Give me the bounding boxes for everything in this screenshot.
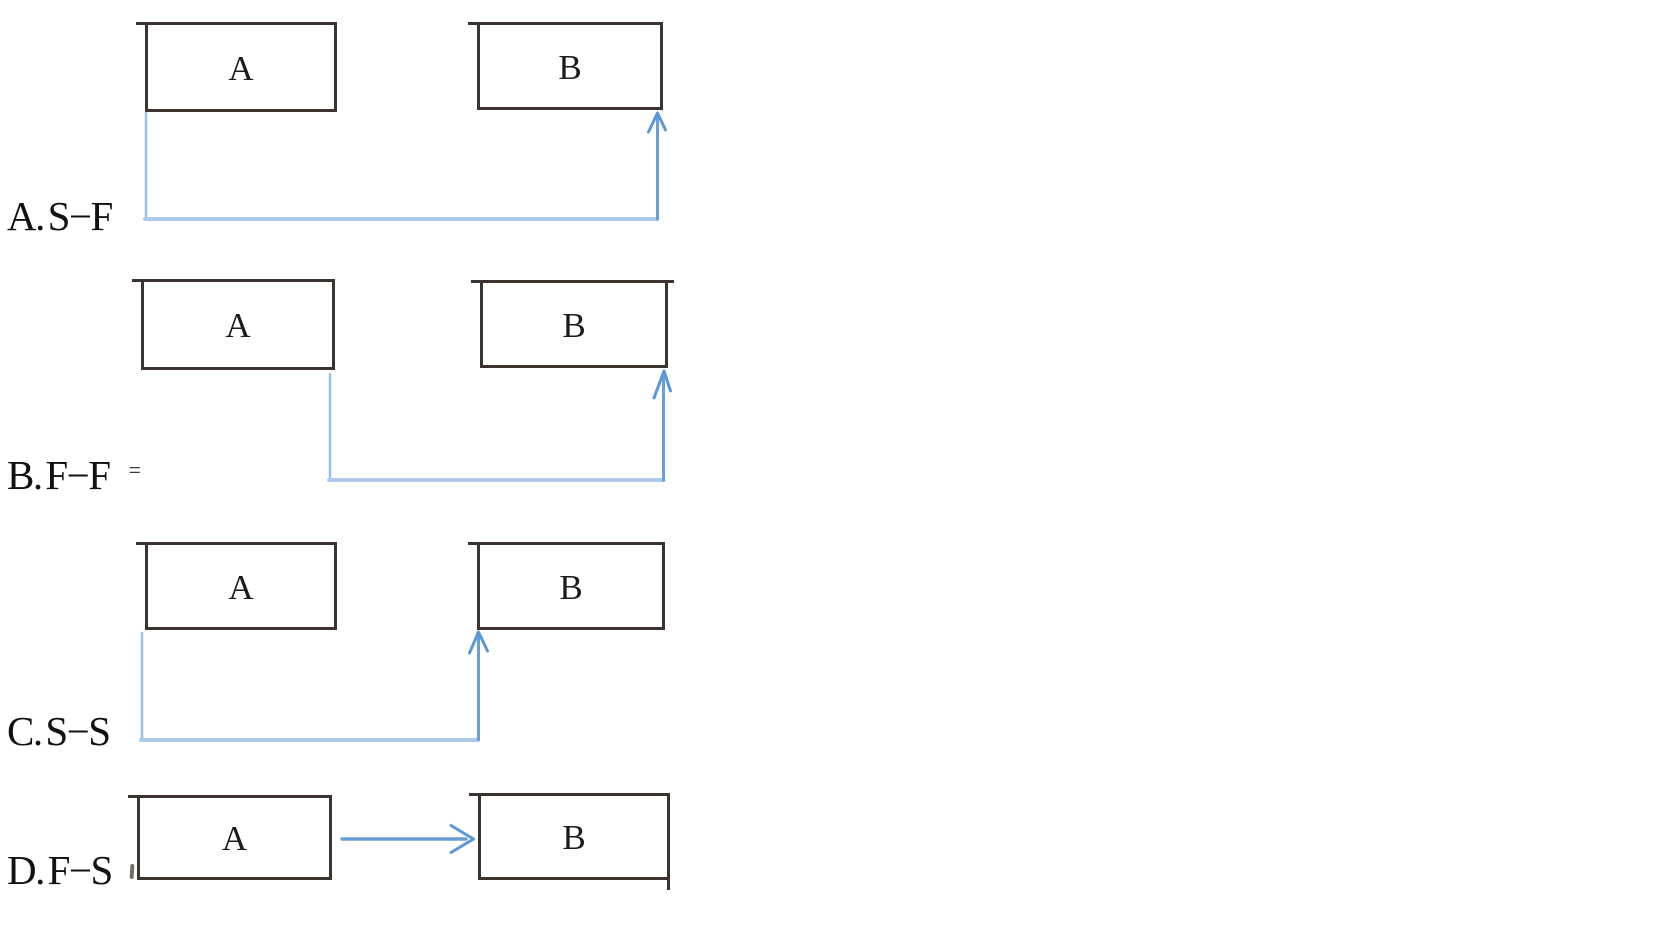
task-a-label: A xyxy=(228,48,254,88)
task-a-label: A xyxy=(221,819,248,858)
option-a-box-a: A xyxy=(136,22,337,112)
option-d-box-b: B xyxy=(469,793,670,890)
stray-mark-equals: = xyxy=(128,458,141,484)
option-b-label: B. F−F xyxy=(7,452,111,498)
option-a-label: A. S−F xyxy=(7,193,113,239)
task-b-label: B xyxy=(559,567,583,607)
task-b-label: B xyxy=(562,305,586,345)
s-s-arrowhead-icon xyxy=(468,630,489,655)
option-a-box-b: B xyxy=(468,22,663,110)
task-b-label: B xyxy=(558,47,582,87)
stray-mark-tick xyxy=(129,863,135,880)
task-a-label: A xyxy=(225,306,251,345)
option-b-box-a: A xyxy=(132,279,335,370)
connector-f-s xyxy=(340,824,475,854)
connector-s-s xyxy=(139,630,489,742)
f-f-arrowhead-icon xyxy=(652,369,672,400)
option-c-label: C. S−S xyxy=(7,708,111,754)
option-d-box-a: A xyxy=(128,795,332,880)
connector-f-f xyxy=(327,369,672,482)
option-c-box-a: A xyxy=(136,542,337,630)
option-c-box-b: B xyxy=(468,542,665,630)
option-b-box-b: B xyxy=(471,280,674,368)
task-a-label: A xyxy=(228,567,254,607)
s-f-arrowhead-icon xyxy=(647,111,667,134)
connector-s-f xyxy=(143,111,667,221)
option-d-label: D. F−S xyxy=(7,847,113,893)
f-s-arrowhead-icon xyxy=(449,824,475,854)
task-b-label: B xyxy=(562,818,586,857)
